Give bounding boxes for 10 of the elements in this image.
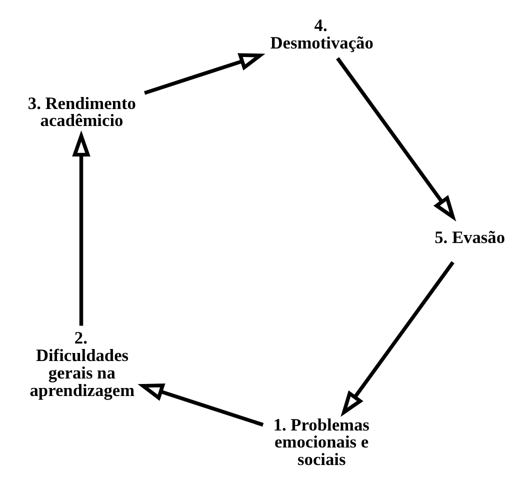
- node-text: 5. Evasão: [434, 228, 506, 248]
- node-text: 4. Desmotivação: [270, 16, 374, 52]
- arrow: [138, 383, 264, 427]
- arrow: [144, 53, 266, 95]
- node-text: 3. Rendimento acadêmicio: [28, 94, 136, 130]
- arrow: [72, 130, 90, 326]
- arrow: [340, 261, 454, 417]
- arrow: [336, 57, 456, 222]
- node-text: 2. Dificuldades gerais na aprendizagem: [30, 328, 135, 400]
- node-text: 1. Problemas emocionais e sociais: [273, 415, 370, 470]
